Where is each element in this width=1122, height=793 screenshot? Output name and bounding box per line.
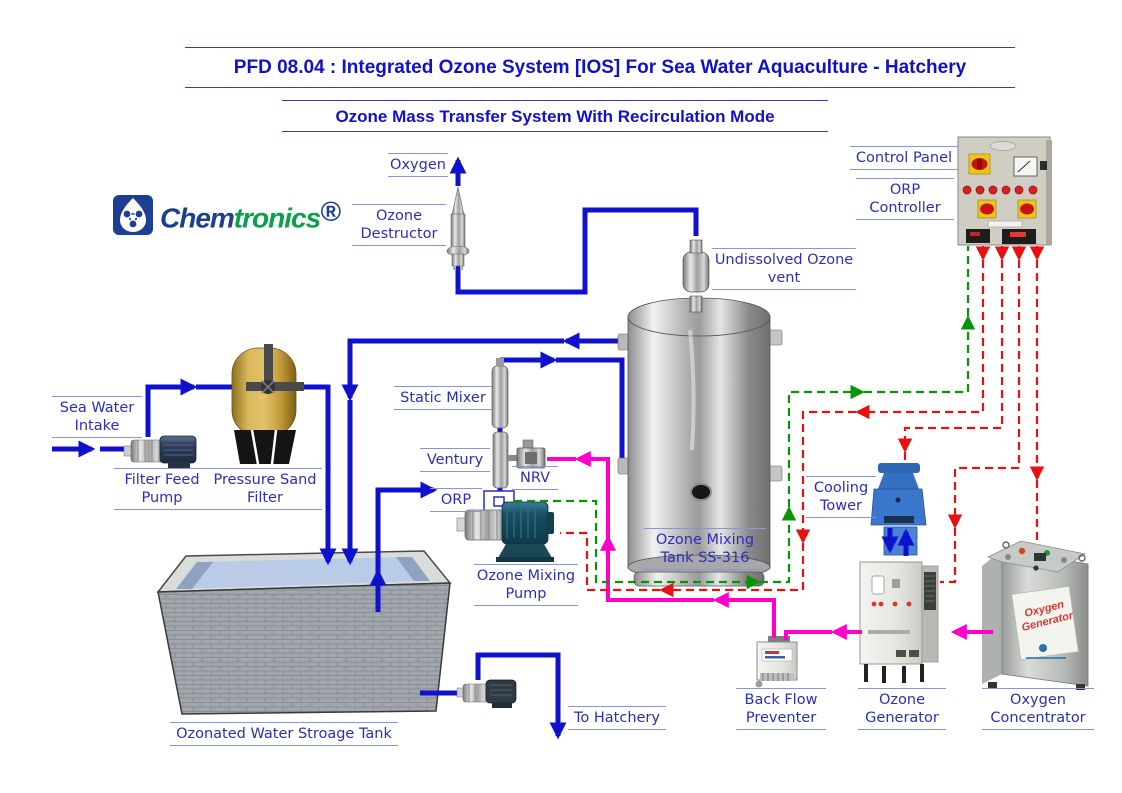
label-ventury: Ventury xyxy=(420,448,490,473)
label-oxygen-concentrator: Oxygen Concentrator xyxy=(982,688,1094,731)
title-rule-bottom xyxy=(185,87,1015,88)
logo-registered-mark: ® xyxy=(320,195,341,227)
ozone-gas-pipes xyxy=(547,451,993,640)
back-flow-preventer xyxy=(755,636,798,688)
logo-text-tronics: tronics xyxy=(233,202,321,234)
ozonated-water-storage-tank xyxy=(156,550,452,715)
label-control-panel: Control Panel xyxy=(850,146,958,171)
label-sea-water-intake: Sea Water Intake xyxy=(52,396,142,439)
ozone-generator xyxy=(859,561,939,683)
label-undissolved-ozone-vent: Undissolved Ozone vent xyxy=(712,248,856,291)
label-ozone-mixing-pump: Ozone Mixing Pump xyxy=(474,564,578,607)
label-to-hatchery: To Hatchery xyxy=(568,706,666,731)
hatchery-pump xyxy=(456,679,517,708)
ozone-destructor xyxy=(446,186,470,270)
chemtronics-logo-text: Chemtronics® xyxy=(160,195,341,234)
control-panel xyxy=(957,136,1052,246)
label-back-flow-preventer: Back Flow Preventer xyxy=(736,688,826,731)
label-filter-feed-pump: Filter Feed Pump xyxy=(114,468,210,511)
chemtronics-logo-icon xyxy=(113,195,153,235)
page-subtitle: Ozone Mass Transfer System With Recircul… xyxy=(335,107,775,126)
orp-signal-line xyxy=(514,246,976,590)
ozone-mixing-pump xyxy=(456,501,554,562)
label-pressure-sand-filter: Pressure Sand Filter xyxy=(208,468,322,511)
chemtronics-logo: Chemtronics® xyxy=(112,194,341,236)
label-orp: ORP xyxy=(430,488,482,513)
label-oxygen: Oxygen xyxy=(388,153,448,178)
label-ozonated-water-storage-tank: Ozonated Water Stroage Tank xyxy=(170,722,398,747)
label-ozone-mixing-tank: Ozone Mixing Tank SS-316 xyxy=(644,528,766,571)
subtitle-rule-top xyxy=(282,100,828,101)
static-mixer xyxy=(491,358,509,429)
label-static-mixer: Static Mixer xyxy=(394,386,492,411)
label-ozone-destructor: Ozone Destructor xyxy=(352,204,446,247)
subtitle-rule-bottom xyxy=(282,131,828,132)
label-nrv: NRV xyxy=(512,466,558,491)
ozone-mixing-tank xyxy=(617,239,783,587)
nrv-valve xyxy=(516,439,546,469)
title-rule-top xyxy=(185,47,1015,48)
label-orp-controller: ORP Controller xyxy=(856,178,954,221)
label-cooling-tower: Cooling Tower xyxy=(806,476,876,519)
oxygen-concentrator xyxy=(982,540,1089,690)
ventury-injector xyxy=(492,431,518,489)
logo-text-chem: Chem xyxy=(160,202,235,234)
pressure-sand-filter xyxy=(231,344,304,465)
cooling-tower xyxy=(870,463,927,556)
label-ozone-generator: Ozone Generator xyxy=(858,688,946,731)
filter-feed-pump xyxy=(123,435,197,468)
control-signal-lines xyxy=(560,246,1045,598)
cooling-water-loop xyxy=(881,528,915,556)
page-title: PFD 08.04 : Integrated Ozone System [IOS… xyxy=(233,57,967,78)
